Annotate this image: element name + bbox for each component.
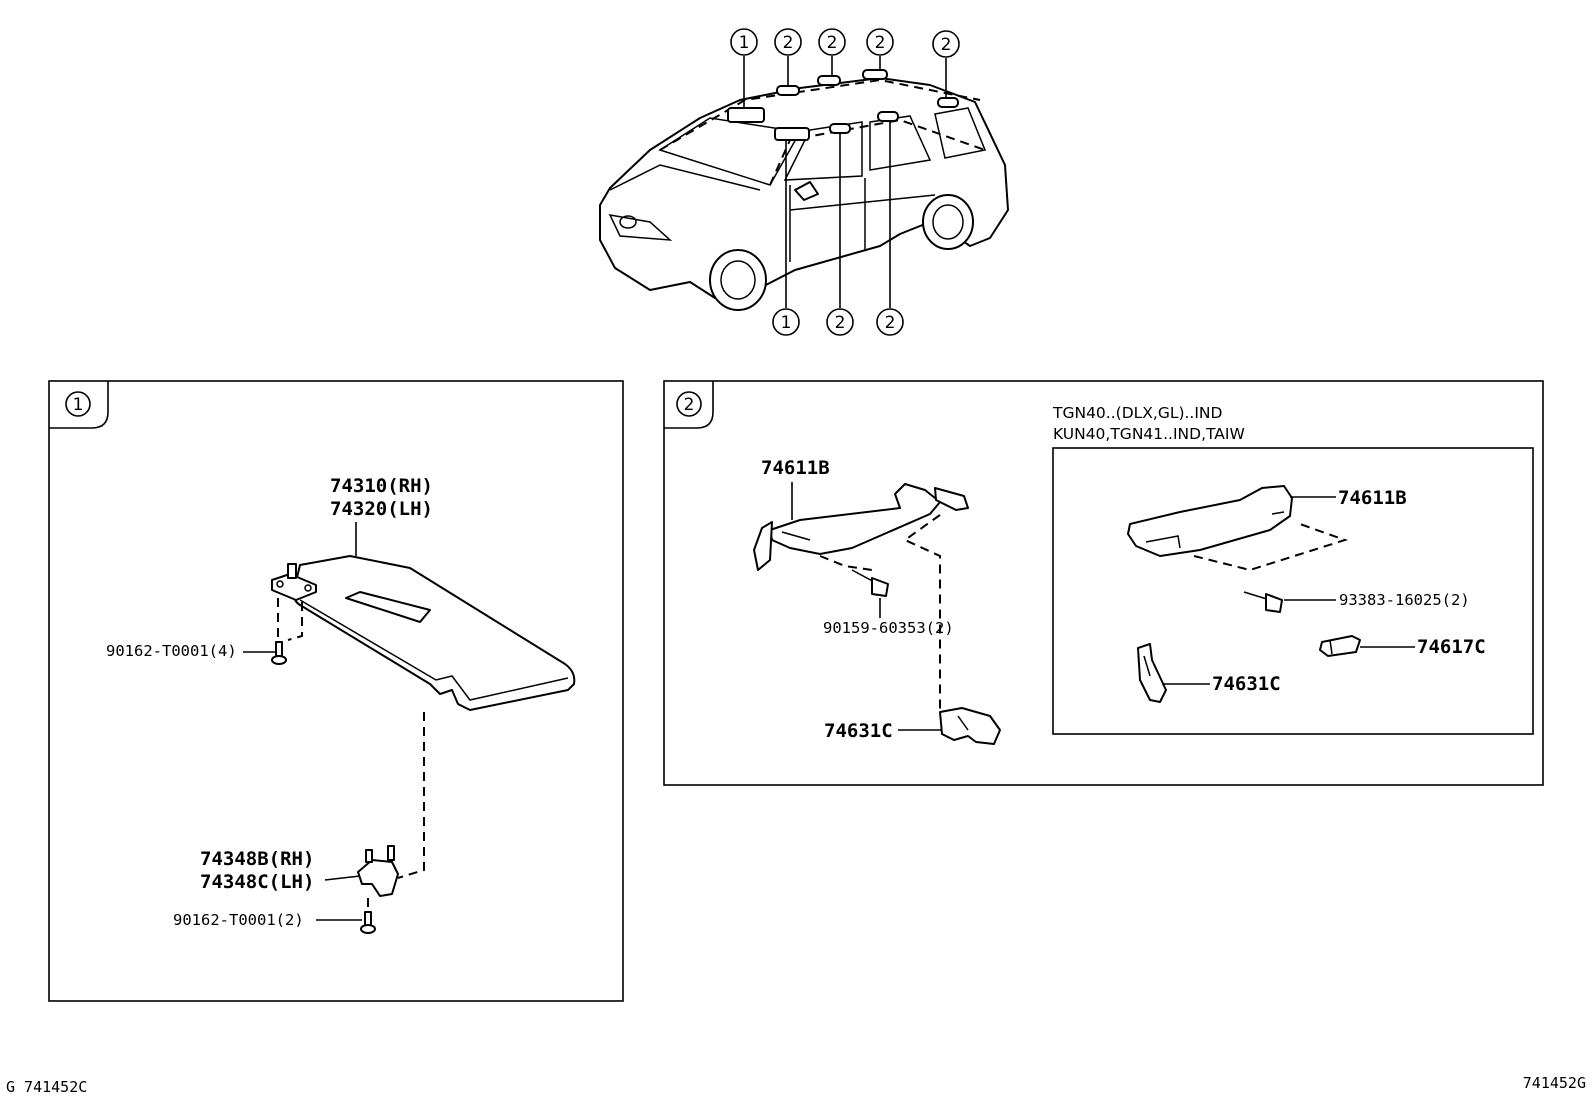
inset-clip-part: [1137, 643, 1167, 703]
grip-part-number: 74611B: [761, 457, 830, 479]
callout-2-top-a: 2: [774, 28, 802, 56]
inset-grip-part: [1127, 485, 1293, 557]
svg-text:2: 2: [875, 33, 886, 53]
assist-grip-part: [753, 483, 969, 571]
svg-text:2: 2: [827, 33, 838, 53]
screw-bottom-part-number: 90162-T0001(2): [173, 911, 304, 929]
panel-badge-1: 1: [65, 391, 91, 417]
inset-bolt-part-number: 93383-16025(2): [1339, 591, 1470, 609]
visor-hinge-part: [271, 563, 317, 601]
callout-1-bottom: 1: [772, 308, 800, 336]
holder-part-number-rh: 74348B(RH): [200, 848, 314, 870]
visor-part-number-rh: 74310(RH): [330, 475, 433, 497]
sun-visor-part: [292, 555, 576, 711]
panel-sun-visor: 1 74310(RH) 74320(LH) 90162-T0001(4): [48, 380, 624, 1002]
inset-cover-part-number: 74617C: [1417, 636, 1486, 658]
inset-grip-part-number: 74611B: [1338, 487, 1407, 509]
svg-text:2: 2: [885, 313, 896, 333]
panel-assist-grip: 2 74611B 90159-60353(2) 74631C TGN40..(D: [663, 380, 1544, 786]
svg-text:2: 2: [941, 35, 952, 55]
inset-condition-line-2: KUN40,TGN41..IND,TAIW: [1053, 425, 1245, 443]
vehicle-illustration: [599, 69, 1009, 311]
visor-holder-part: [357, 845, 399, 897]
svg-text:2: 2: [783, 33, 794, 53]
visor-part-number-lh: 74320(LH): [330, 498, 433, 520]
inset-clip-part-number: 74631C: [1212, 673, 1281, 695]
inset-cover-part: [1319, 635, 1361, 657]
grip-bolt-part-number: 90159-60353(2): [823, 619, 954, 637]
inset-condition-line-1: TGN40..(DLX,GL)..IND: [1052, 404, 1223, 422]
screw-top-part: [271, 641, 287, 665]
callout-2-top-c: 2: [866, 28, 894, 56]
panel-badge-2: 2: [676, 391, 702, 417]
svg-text:2: 2: [835, 313, 846, 333]
top-callouts: 1 2 2 2 2 1 2 2: [730, 28, 960, 336]
svg-text:2: 2: [684, 395, 695, 415]
svg-text:1: 1: [781, 313, 792, 333]
callout-2-top-b: 2: [818, 28, 846, 56]
footer-left-code: G 741452C: [6, 1078, 87, 1096]
callout-2-top-d: 2: [932, 30, 960, 58]
inset-variant-box: 74611B 93383-16025(2) 74617C 74631C: [1052, 447, 1534, 735]
callout-1-top: 1: [730, 28, 758, 56]
screw-bottom-part: [360, 911, 376, 934]
footer-right-code: 741452G: [1523, 1074, 1586, 1092]
svg-text:1: 1: [739, 33, 750, 53]
grip-clip-part: [939, 707, 1001, 745]
callout-2-bottom-b: 2: [876, 308, 904, 336]
grip-bolt-part: [851, 569, 889, 597]
svg-text:1: 1: [73, 395, 84, 415]
screw-top-part-number: 90162-T0001(4): [106, 642, 237, 660]
holder-part-number-lh: 74348C(LH): [200, 871, 314, 893]
grip-clip-part-number: 74631C: [824, 720, 893, 742]
inset-bolt-part: [1243, 591, 1283, 613]
callout-2-bottom-a: 2: [826, 308, 854, 336]
